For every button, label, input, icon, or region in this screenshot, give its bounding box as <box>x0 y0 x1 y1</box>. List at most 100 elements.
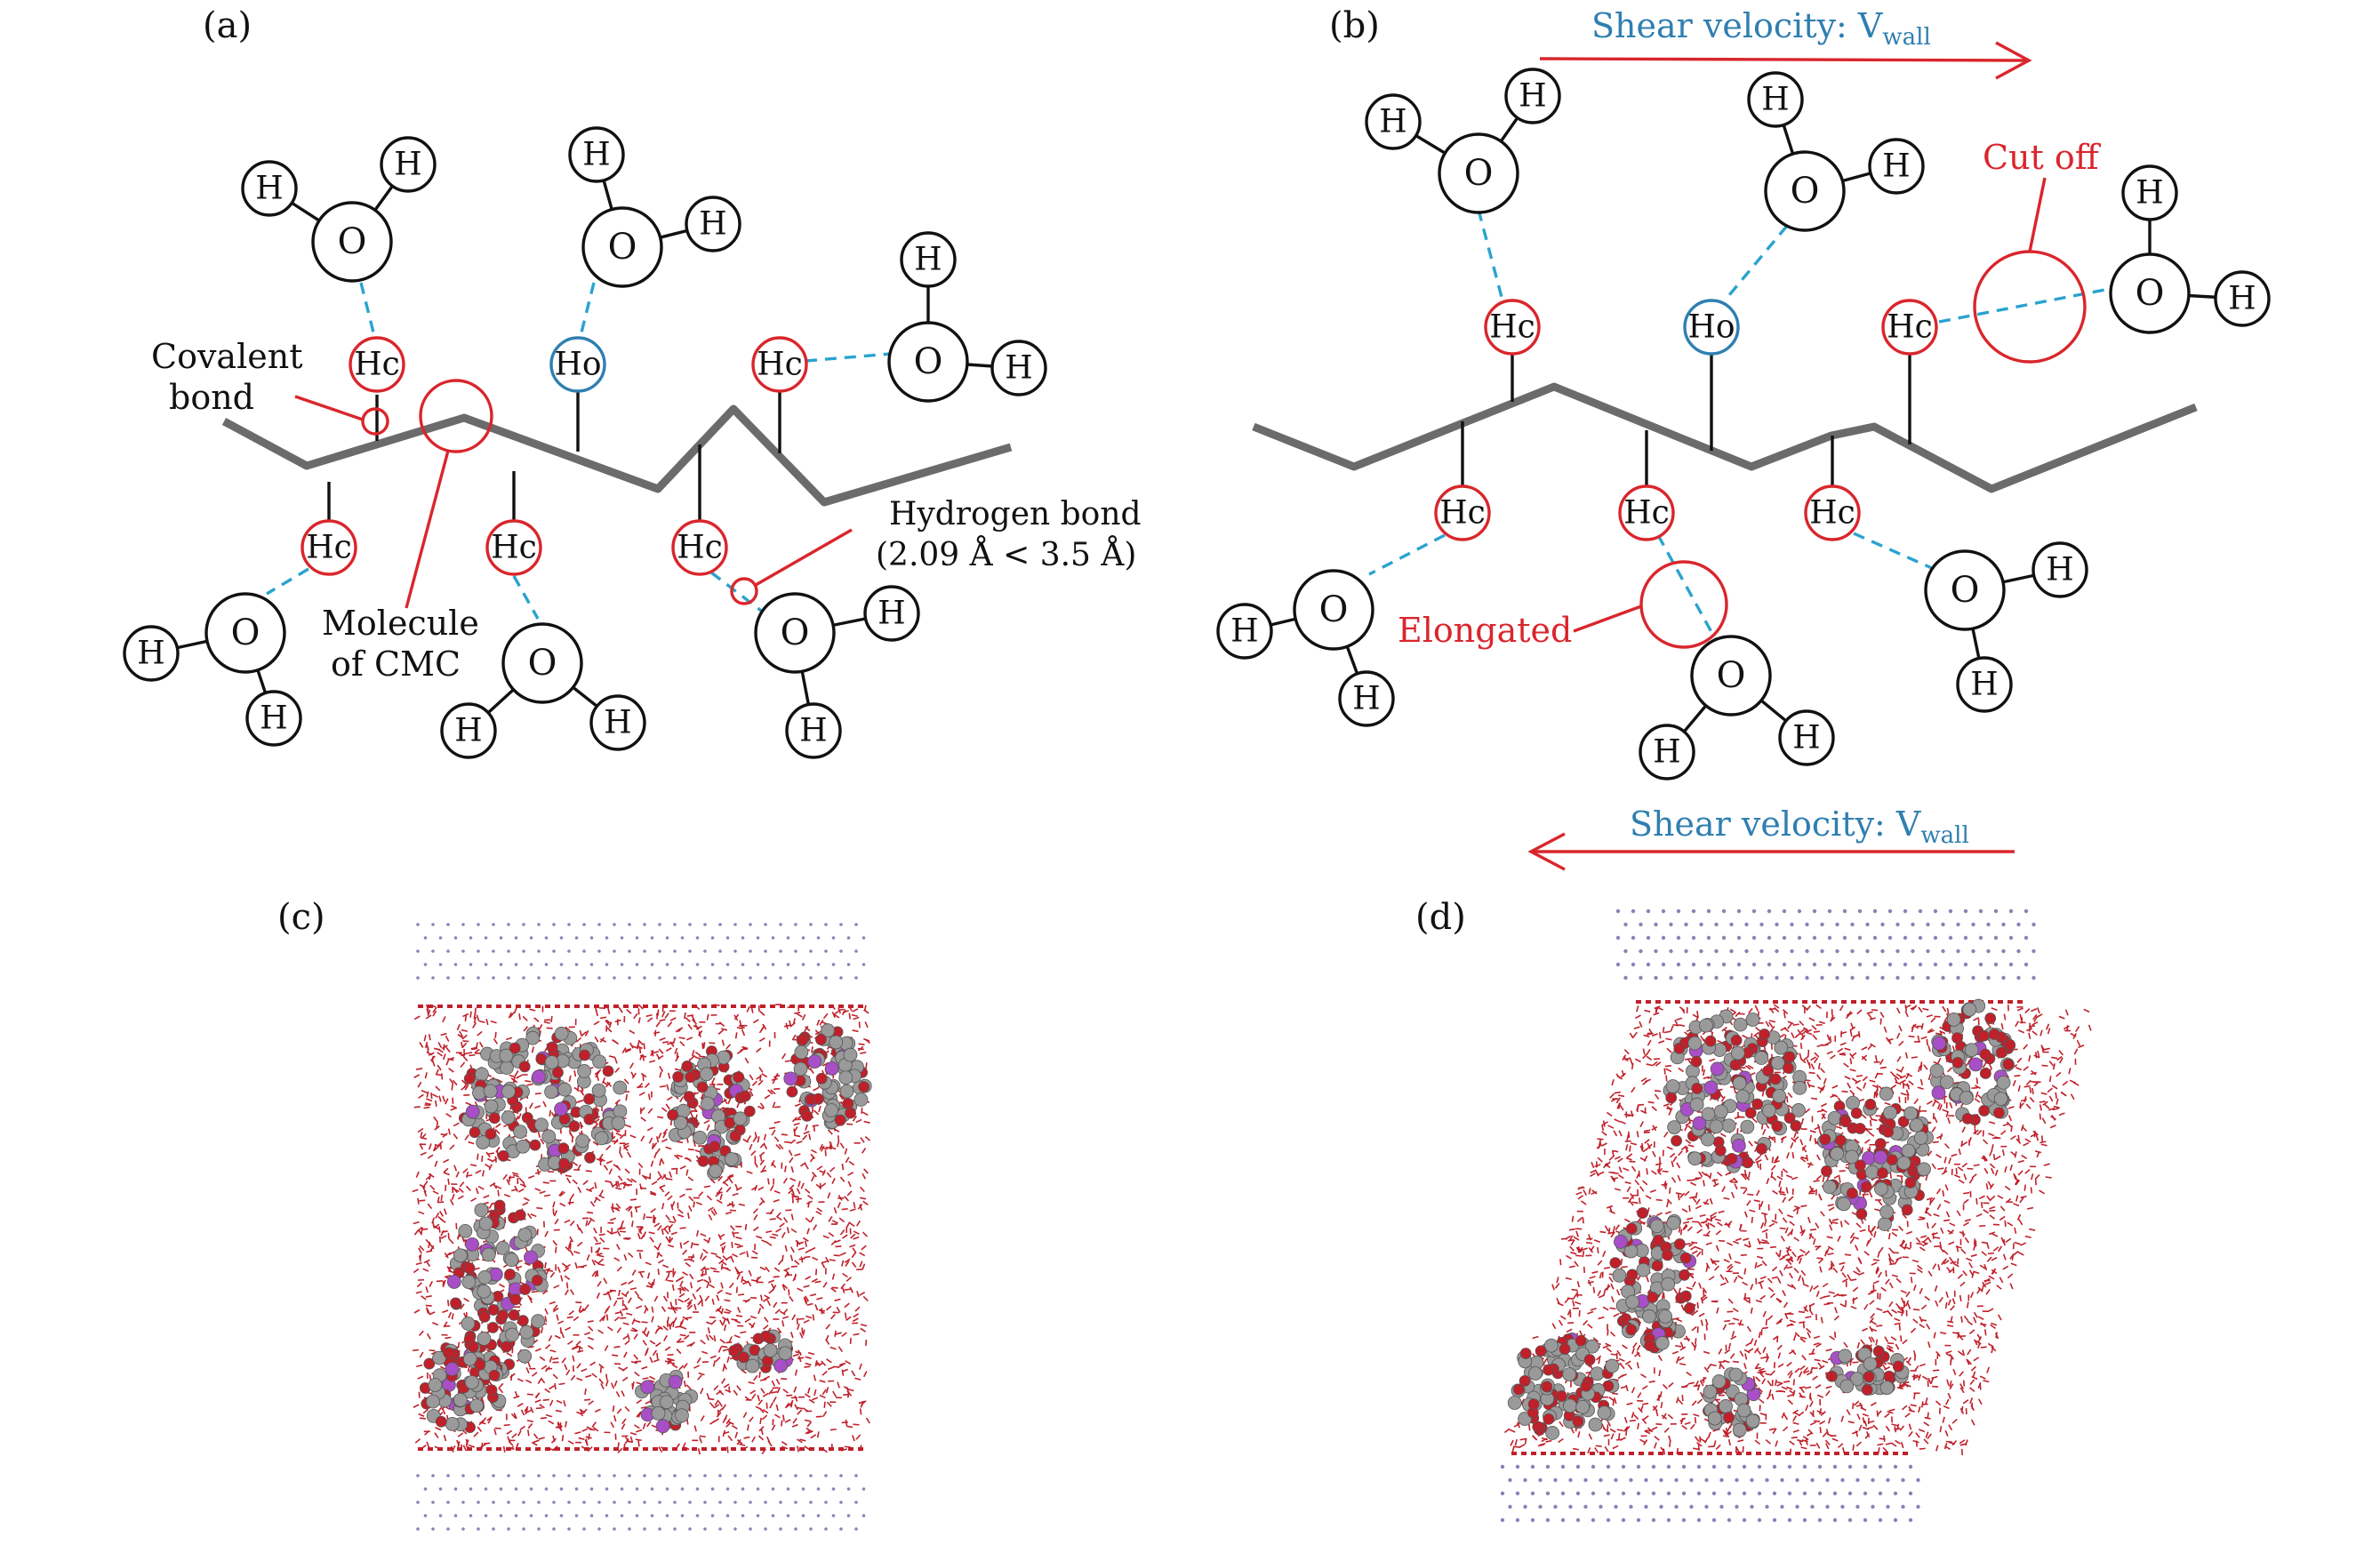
oxygen-atom: O <box>231 612 260 653</box>
oxygen-atom: O <box>1791 171 1820 212</box>
panel-b-label: (b) <box>1329 5 1380 46</box>
hydrogen-atom: H <box>799 713 827 749</box>
hydrogen-atom: H <box>914 242 942 278</box>
water-molecule: O H H <box>440 622 646 759</box>
cmc-molecule-cluster <box>1929 998 2016 1126</box>
cut-off-label: Cut off <box>1983 138 2102 177</box>
panel-d-label: (d) <box>1415 897 1466 938</box>
hydrogen-bond-label: Hydrogen bond <box>889 496 1142 532</box>
cmc-molecule-cluster <box>419 1341 507 1434</box>
shear-velocity-top-label: Shear velocity: Vwall <box>1591 6 1931 51</box>
covalent-bond-label-2: bond <box>169 378 254 417</box>
simulation-snapshot-c <box>412 923 872 1531</box>
panel-a-label: (a) <box>203 5 252 46</box>
hydrogen-atom: H <box>604 705 631 741</box>
oxygen-atom: O <box>1464 153 1494 194</box>
hydrogen-atom: H <box>454 713 482 749</box>
water-molecule: O H H <box>887 231 1047 403</box>
hc-atom: Hc <box>757 347 803 383</box>
hc-atom: Hc <box>1439 495 1486 532</box>
hc-atom: Hc <box>1809 495 1855 532</box>
cmc-molecule-cluster <box>1663 1009 1807 1173</box>
hc-atom: Hc <box>1887 309 1933 346</box>
oxygen-atom: O <box>781 612 810 653</box>
hc-atom: Hc <box>354 347 400 383</box>
hc-atom: Hc <box>491 530 537 566</box>
callouts-a <box>294 379 853 609</box>
cmc-chain-b <box>1252 382 2198 493</box>
simulation-snapshot-d <box>1500 909 2092 1523</box>
cmc-molecule-cluster <box>1817 1086 1934 1231</box>
hydrogen-atom: H <box>137 636 164 672</box>
bottom-wall-c <box>416 1474 866 1531</box>
hydrogen-atom: H <box>394 147 421 183</box>
ho-atom: Ho <box>1687 309 1735 346</box>
hc-atom: Hc <box>1623 495 1670 532</box>
cmc-molecule-cluster <box>1702 1367 1761 1437</box>
hydrogen-atom: H <box>1653 734 1680 771</box>
cmc-molecule-cluster <box>783 1023 872 1130</box>
hydrogen-atom: H <box>1352 681 1380 717</box>
panel-c: (c) <box>277 897 872 1531</box>
molecule-of-cmc-label: Molecule <box>322 604 479 643</box>
hydrogen-atom: H <box>1792 720 1820 756</box>
hydrogen-bond-range-label: (2.09 Å < 3.5 Å) <box>876 536 1136 573</box>
shear-velocity-bottom-label: Shear velocity: Vwall <box>1630 805 1969 849</box>
hydrogen-atom: H <box>582 137 610 173</box>
hydrogen-atom: H <box>2136 175 2163 212</box>
top-wall-c <box>416 923 866 980</box>
bottom-wall-d <box>1500 1464 1920 1523</box>
ho-atom: Ho <box>554 347 601 383</box>
hydrogen-atom: H <box>877 596 905 632</box>
hc-atom: Hc <box>1489 309 1535 346</box>
water-molecule: O H H <box>1639 635 1835 781</box>
water-molecule: O H H <box>1924 541 2088 713</box>
cmc-molecule-cluster <box>635 1369 699 1434</box>
water-molecule: O H H <box>1747 71 1925 232</box>
cmc-molecule-cluster <box>1507 1333 1620 1440</box>
hc-atoms-b: Hc Ho Hc Hc Hc Hc <box>1434 299 1938 541</box>
hydrogen-atom: H <box>1882 148 1910 185</box>
hydrogen-bonds-a <box>266 282 892 620</box>
shear-arrow-bottom <box>1527 832 2015 871</box>
elongated-label: Elongated <box>1398 611 1572 650</box>
panel-a: (a) <box>123 5 1142 759</box>
water-molecule: O H H <box>568 126 741 288</box>
oxygen-atom: O <box>608 227 637 268</box>
hydrogen-atom: H <box>1519 78 1546 115</box>
hydrogen-atom: H <box>1379 104 1406 140</box>
cmc-molecule-cluster <box>728 1329 794 1373</box>
oxygen-atom: O <box>914 341 943 382</box>
oxygen-atom: O <box>528 643 557 684</box>
hydrogen-atom: H <box>255 171 283 207</box>
water-molecule: O H H <box>241 136 437 283</box>
hydrogen-atom: H <box>1970 667 1998 703</box>
callouts-b <box>1573 177 2087 649</box>
hydrogen-atom: H <box>2228 281 2256 317</box>
cmc-molecule-cluster <box>446 1199 549 1380</box>
hydrogen-atom: H <box>1761 82 1789 118</box>
panel-b: (b) Shear velocity: Vwall Shear velocity… <box>1216 5 2271 871</box>
cmc-molecule-cluster <box>1609 1207 1697 1354</box>
oxygen-atom: O <box>338 221 367 262</box>
water-molecule: O H H <box>2109 164 2271 334</box>
top-wall-d <box>1615 909 2036 981</box>
shear-arrow-top <box>1539 41 2032 80</box>
covalent-bond-label: Covalent <box>151 337 302 376</box>
oxygen-atom: O <box>2136 273 2165 314</box>
water-molecule: O H H <box>1216 569 1395 727</box>
cmc-molecule-cluster <box>1826 1344 1910 1396</box>
cmc-molecule-cluster <box>667 1045 756 1181</box>
hc-atom: Hc <box>306 530 352 566</box>
panel-d: (d) <box>1415 897 2092 1523</box>
hc-atom: Hc <box>677 530 723 566</box>
hydrogen-atom: H <box>1230 613 1258 650</box>
hydrogen-atom: H <box>2046 552 2073 588</box>
oxygen-atom: O <box>1951 570 1980 611</box>
hc-atoms-a: Hc Ho Hc Hc Hc Hc <box>301 336 808 576</box>
cmc-chain-a <box>221 404 1013 507</box>
molecule-of-cmc-label-2: of CMC <box>331 644 461 684</box>
side-bonds-b <box>1461 354 1911 486</box>
oxygen-atom: O <box>1717 655 1746 696</box>
